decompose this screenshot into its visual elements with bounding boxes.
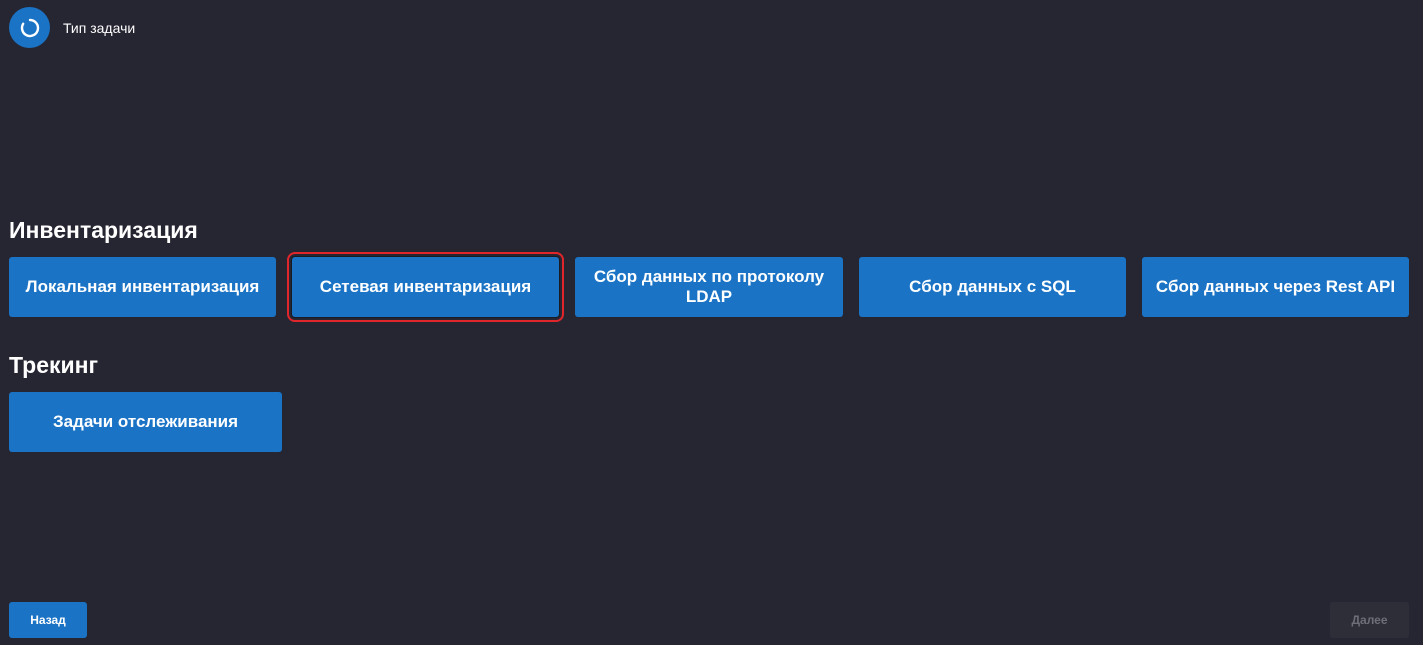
back-button[interactable]: Назад: [9, 602, 87, 638]
spinner-icon: [20, 18, 39, 37]
tile-label: Локальная инвентаризация: [25, 277, 260, 296]
tile-label: Задачи отслеживания: [52, 412, 239, 431]
tile-label: Сбор данных по протоколу LDAP: [593, 267, 825, 306]
tile-local-inventory[interactable]: Локальная инвентаризация: [9, 257, 276, 317]
tile-rest-api-collection[interactable]: Сбор данных через Rest API: [1142, 257, 1409, 317]
tile-label: Сетевая инвентаризация: [319, 277, 532, 296]
tile-ldap-collection[interactable]: Сбор данных по протоколу LDAP: [575, 257, 843, 317]
next-button[interactable]: Далее: [1330, 602, 1409, 638]
tile-tracking-tasks[interactable]: Задачи отслеживания: [9, 392, 282, 452]
tile-label: Сбор данных через Rest API: [1155, 277, 1396, 296]
tile-sql-collection[interactable]: Сбор данных с SQL: [859, 257, 1126, 317]
step-title: Тип задачи: [63, 19, 136, 36]
section-title-inventory: Инвентаризация: [9, 217, 198, 243]
wizard-header: Тип задачи: [9, 7, 135, 48]
section-title-tracking: Трекинг: [9, 352, 99, 378]
step-indicator: [9, 7, 50, 48]
tile-label: Сбор данных с SQL: [909, 277, 1076, 296]
tile-network-inventory[interactable]: Сетевая инвентаризация: [287, 252, 564, 322]
